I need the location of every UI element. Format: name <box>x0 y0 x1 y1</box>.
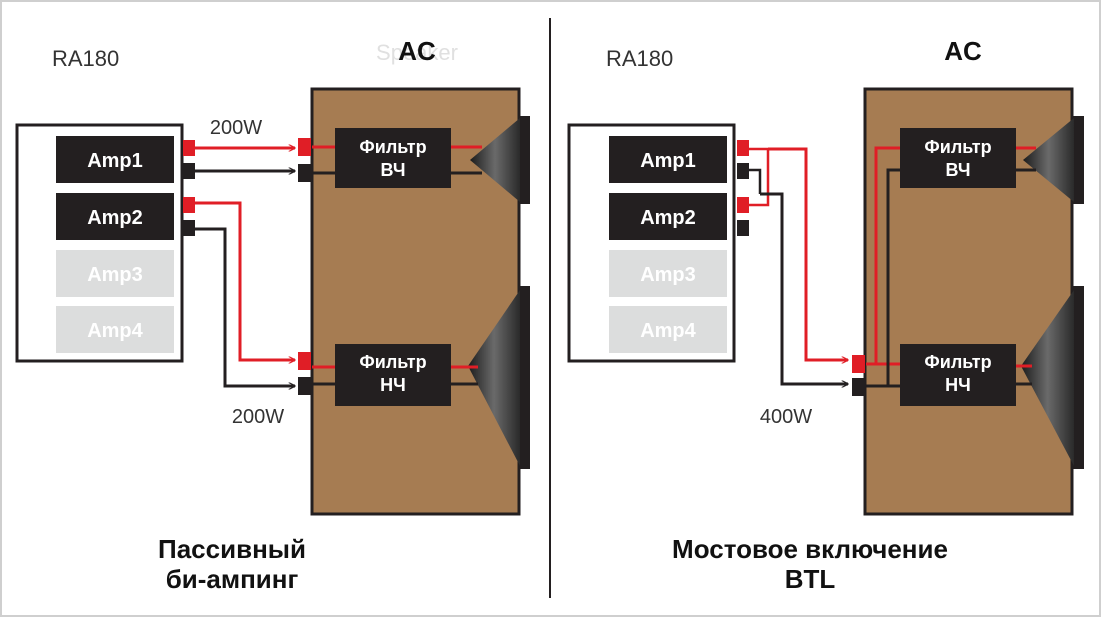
left-filter-hf: Фильтр ВЧ <box>335 128 451 188</box>
left-wire-amp2-neg <box>195 227 295 386</box>
left-amp4-label: Amp4 <box>87 320 143 342</box>
right-jumper-neg <box>749 168 762 194</box>
right-caption-line2: BTL <box>785 564 836 594</box>
left-amp1-neg-terminal <box>183 163 195 179</box>
right-wire-neg <box>760 192 848 384</box>
left-woofer <box>468 286 530 469</box>
right-panel: RA180 Amp1 Amp2 Amp3 Amp4 AC <box>567 36 1084 594</box>
right-amp2-neg-terminal <box>737 220 749 236</box>
right-filter-hf: Фильтр ВЧ <box>900 128 1016 188</box>
left-amp1-label: Amp1 <box>87 150 143 172</box>
left-amp2-neg-terminal <box>183 220 195 236</box>
right-jumper-pos <box>749 147 770 207</box>
right-internal-neg-hf <box>866 168 900 388</box>
left-filter-hf-line1: Фильтр <box>359 137 426 157</box>
right-amp1-label: Amp1 <box>640 150 696 172</box>
right-caption-line1: Мостовое включение <box>672 534 948 564</box>
left-hf-pos-terminal <box>298 138 311 156</box>
right-amp1-neg-terminal <box>737 163 749 179</box>
left-speaker-ghost-label: Speaker <box>376 40 458 65</box>
right-amp2-label: Amp2 <box>640 207 696 229</box>
right-filter-hf-line2: ВЧ <box>946 160 971 180</box>
right-amp3-label: Amp3 <box>640 264 696 286</box>
left-panel: RA180 Amp1 Amp2 Amp3 Amp4 Speaker AC <box>15 36 530 594</box>
right-device-label: RA180 <box>606 46 673 71</box>
left-amp2-pos-terminal <box>183 197 195 213</box>
left-caption-line1: Пассивный <box>158 534 306 564</box>
right-filter-hf-line1: Фильтр <box>924 137 991 157</box>
right-speaker-label: AC <box>944 36 982 66</box>
left-speaker-label: AC <box>398 36 436 66</box>
right-filter-lf-line2: НЧ <box>945 375 971 395</box>
right-input-neg-terminal <box>852 378 865 396</box>
left-amp2: Amp2 <box>56 193 174 240</box>
left-amp2-label: Amp2 <box>87 207 143 229</box>
left-device-label: RA180 <box>52 46 119 71</box>
right-woofer <box>1021 286 1084 469</box>
left-filter-lf-line1: Фильтр <box>359 352 426 372</box>
left-filter-lf-line2: НЧ <box>380 375 406 395</box>
left-filter-hf-line2: ВЧ <box>381 160 406 180</box>
left-amp1-pos-terminal <box>183 140 195 156</box>
left-lf-neg-terminal <box>298 377 311 395</box>
right-amp4-label: Amp4 <box>640 320 696 342</box>
left-tweeter <box>470 116 530 204</box>
left-hf-neg-terminal <box>298 164 311 182</box>
left-wire-amp2-pos <box>195 201 295 360</box>
right-amp1-pos-terminal <box>737 140 749 156</box>
right-amp4: Amp4 <box>609 306 727 353</box>
left-amp3: Amp3 <box>56 250 174 297</box>
right-input-pos-terminal <box>852 355 865 373</box>
right-amp2-pos-terminal <box>737 197 749 213</box>
left-power-bottom: 200W <box>232 406 284 428</box>
left-amp1: Amp1 <box>56 136 174 183</box>
left-lf-pos-terminal <box>298 352 311 370</box>
right-amp2: Amp2 <box>609 193 727 240</box>
left-caption-line2: би-ампинг <box>166 564 299 594</box>
left-filter-lf: Фильтр НЧ <box>335 344 451 406</box>
right-amp1: Amp1 <box>609 136 727 183</box>
left-amp4: Amp4 <box>56 306 174 353</box>
right-wire-pos <box>768 147 848 360</box>
right-power: 400W <box>760 406 812 428</box>
left-power-top: 200W <box>210 117 262 139</box>
right-filter-lf-line1: Фильтр <box>924 352 991 372</box>
right-internal-pos-hf <box>866 146 900 366</box>
right-tweeter <box>1023 116 1084 204</box>
right-filter-lf: Фильтр НЧ <box>900 344 1016 406</box>
left-amp3-label: Amp3 <box>87 264 143 286</box>
right-amp3: Amp3 <box>609 250 727 297</box>
